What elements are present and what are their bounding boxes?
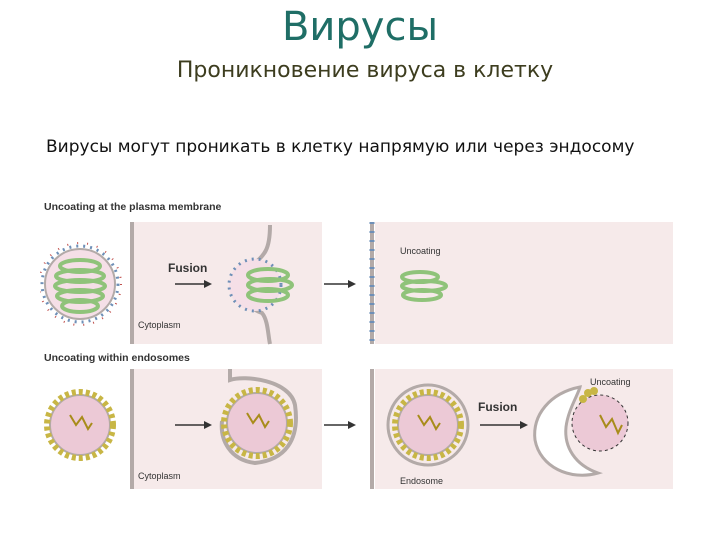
uncoating-label-2: Uncoating (590, 377, 631, 387)
arrow-right-icon (324, 421, 356, 429)
endocytosing-virus (219, 369, 298, 466)
plasma-panel-heading: Uncoating at the plasma membrane (44, 201, 222, 213)
arrow-right-icon (480, 421, 528, 429)
uncoating-label-1: Uncoating (400, 246, 441, 256)
fusing-virus (227, 224, 294, 345)
arrow-right-icon (175, 280, 212, 288)
intro-text: Вирусы могут проникать в клетку напрямую… (46, 137, 635, 157)
endosome-label: Endosome (400, 476, 443, 486)
enveloped-virus (40, 242, 122, 326)
fusion-label-1: Fusion (168, 261, 207, 275)
uncoated-virus (533, 385, 629, 477)
cytoplasm-label-2: Cytoplasm (138, 471, 181, 481)
endosome-panel-heading: Uncoating within endosomes (44, 352, 190, 364)
slide-subtitle: Проникновение вируса в клетку (176, 58, 554, 83)
arrow-right-icon (175, 421, 212, 429)
fusion-label-2: Fusion (478, 400, 517, 414)
nonenveloped-virus (44, 389, 116, 461)
arrow-right-icon (324, 280, 356, 288)
released-genome (400, 270, 448, 302)
endosome-with-virus (386, 383, 470, 467)
slide-title: Вирусы (281, 4, 439, 50)
virus-entry-diagram: Uncoating at the plasma membrane Fusion … (40, 201, 673, 489)
cytoplasm-label-1: Cytoplasm (138, 320, 181, 330)
endosome-panel-bg-1 (130, 369, 322, 489)
